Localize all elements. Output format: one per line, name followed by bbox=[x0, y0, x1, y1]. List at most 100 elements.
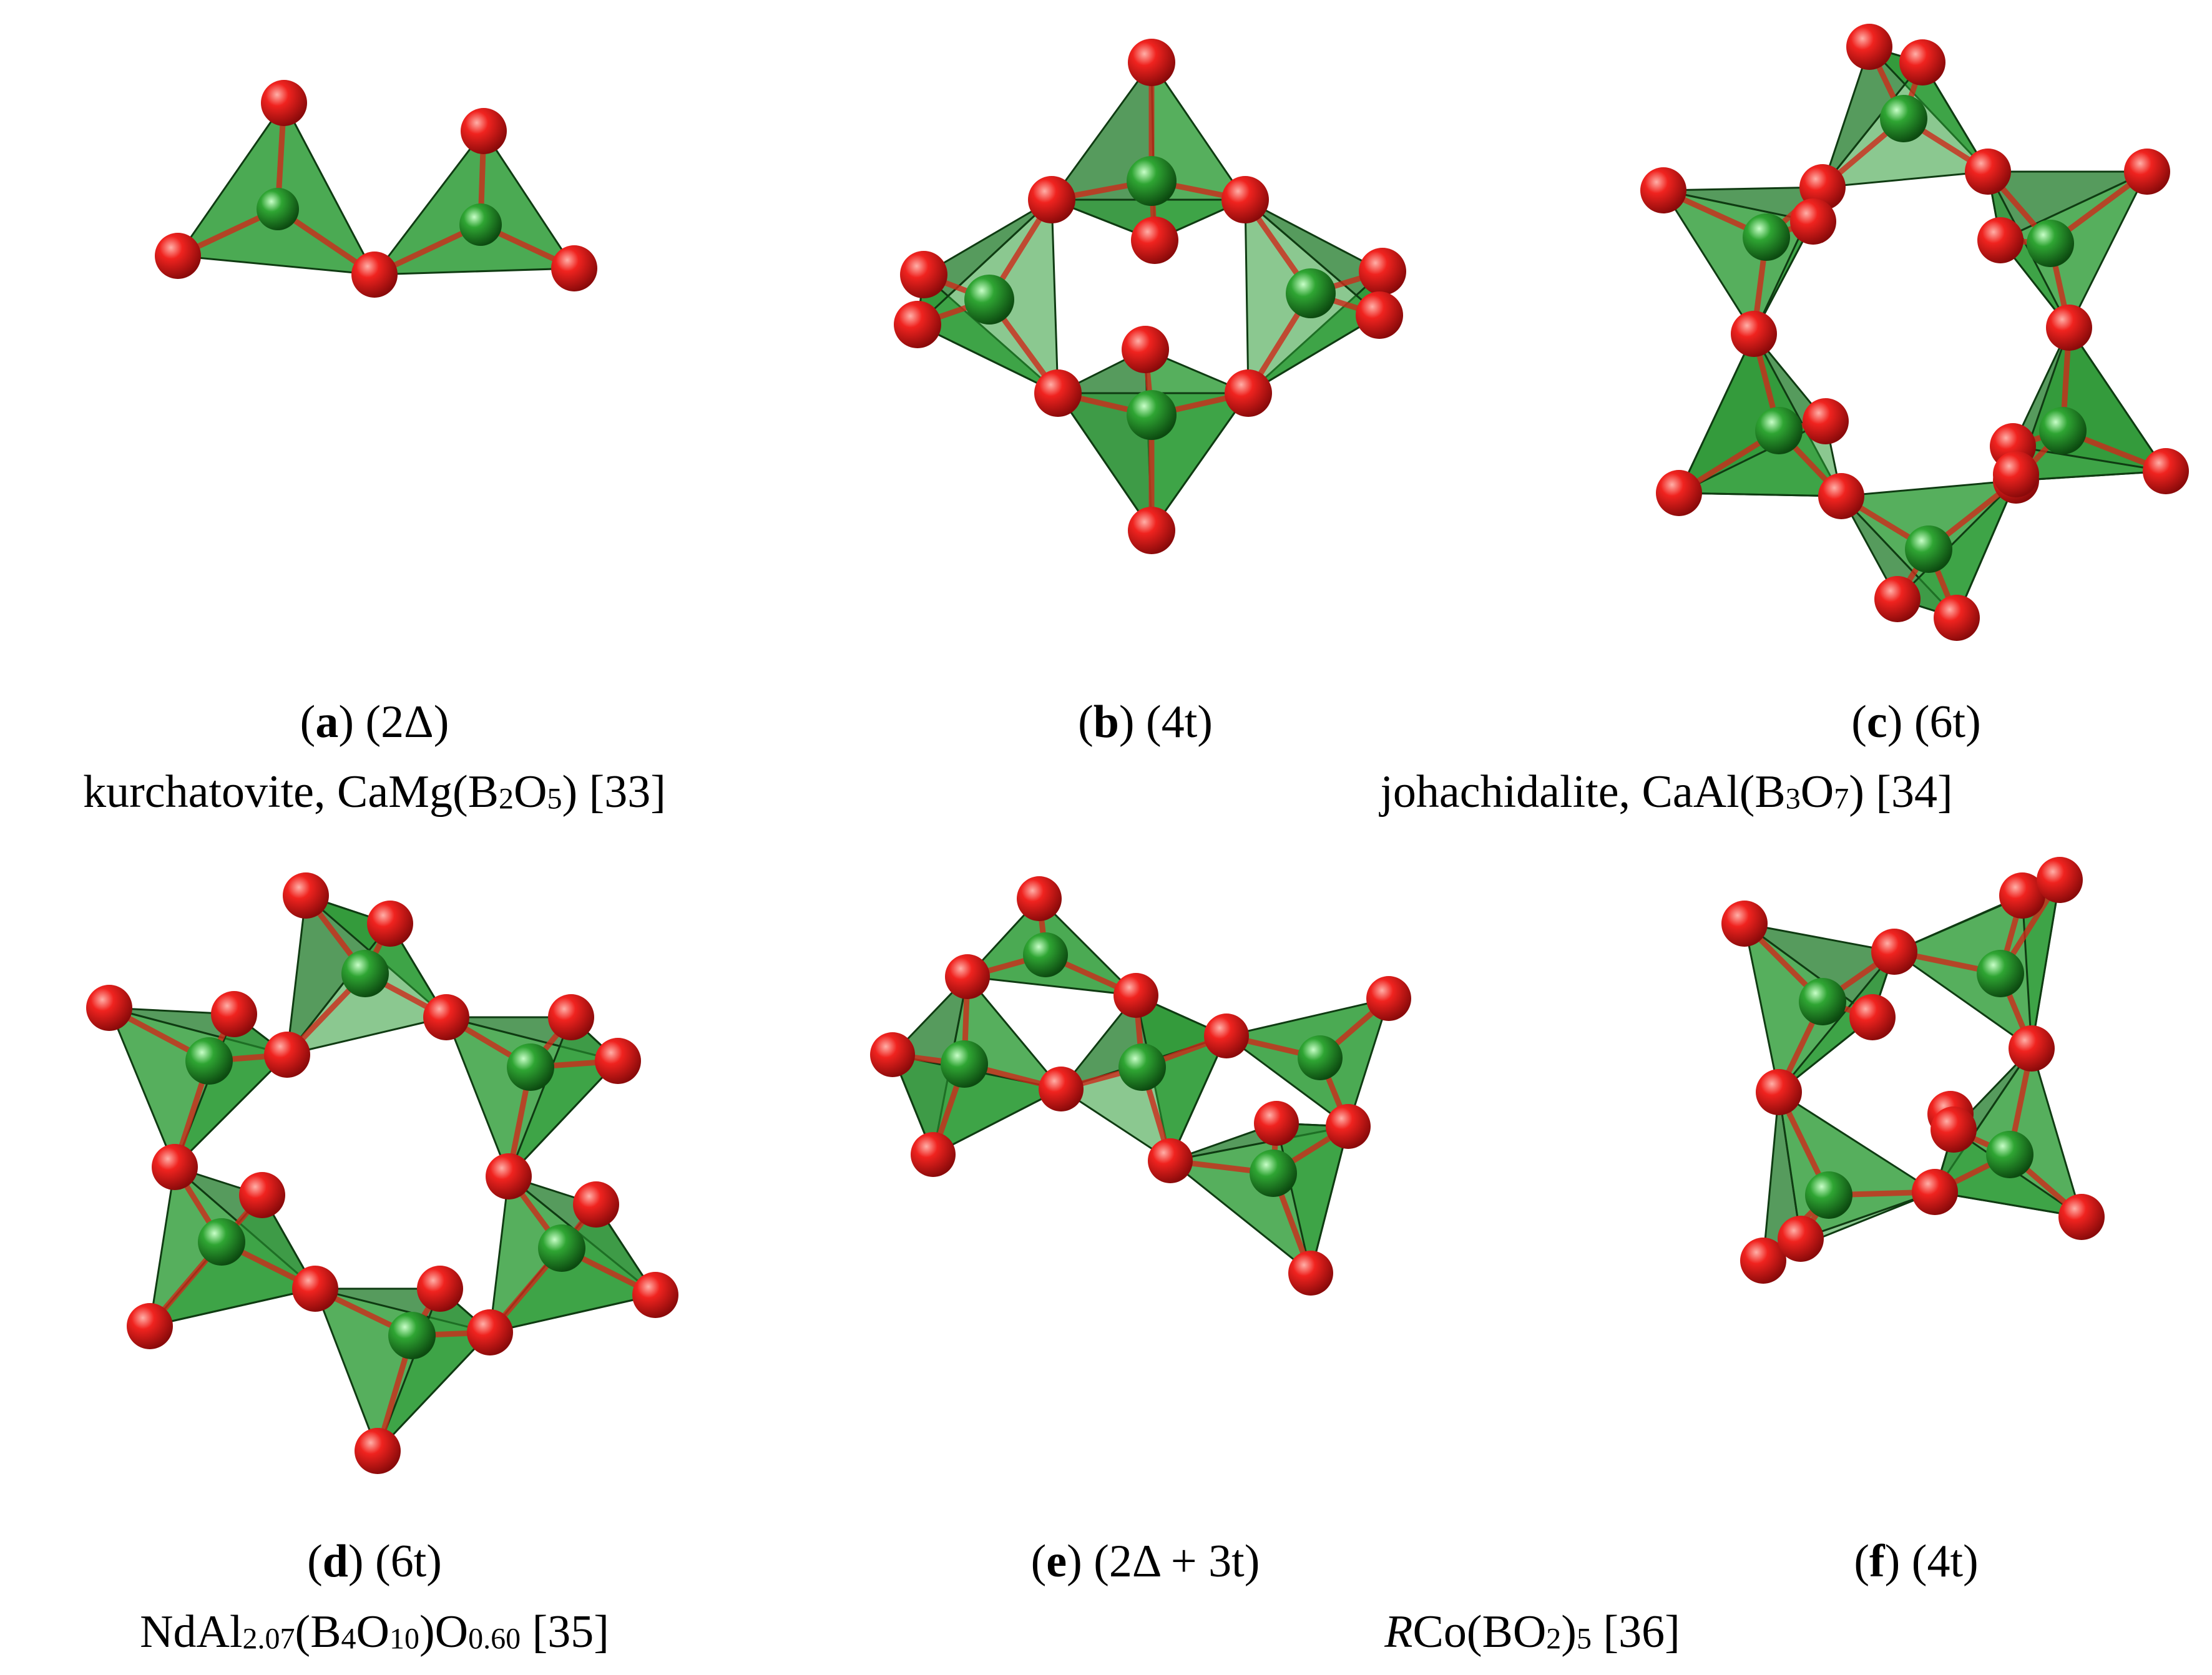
oxygen-atom bbox=[2124, 149, 2170, 195]
oxygen-atom bbox=[1128, 507, 1175, 554]
oxygen-atom bbox=[283, 872, 329, 919]
boron-atom bbox=[2039, 407, 2087, 454]
oxygen-atom bbox=[211, 991, 257, 1037]
oxygen-atom bbox=[1778, 1216, 1824, 1262]
oxygen-atom bbox=[355, 1428, 401, 1474]
oxygen-atom bbox=[2143, 448, 2189, 494]
boron-atom bbox=[538, 1224, 585, 1272]
oxygen-atom bbox=[1999, 872, 2045, 919]
oxygen-atom bbox=[1356, 291, 1403, 339]
boron-atom bbox=[1250, 1150, 1297, 1197]
oxygen-atom bbox=[351, 251, 398, 298]
polyhedron-face bbox=[507, 1016, 619, 1178]
panel-f-structure bbox=[1721, 857, 2105, 1284]
oxygen-atom bbox=[1221, 176, 1269, 223]
oxygen-atom bbox=[894, 301, 941, 348]
boron-atom bbox=[1298, 1035, 1343, 1080]
oxygen-atom bbox=[127, 1303, 173, 1349]
oxygen-atom bbox=[1912, 1169, 1958, 1215]
boron-atom bbox=[1023, 932, 1068, 977]
boron-atom bbox=[459, 203, 502, 246]
oxygen-atom bbox=[1640, 167, 1686, 213]
oxygen-atom bbox=[1803, 398, 1849, 444]
oxygen-atom bbox=[1122, 326, 1169, 373]
panel-d-label: (d) (6t) bbox=[307, 1536, 442, 1587]
ndal-formula: NdAl2.07(B4O10)O0.60 [35] bbox=[140, 1606, 609, 1658]
panel-b-label: (b) (4t) bbox=[1078, 696, 1213, 748]
oxygen-atom bbox=[1034, 369, 1082, 417]
oxygen-atom bbox=[1131, 217, 1178, 264]
boron-atom bbox=[1799, 978, 1846, 1025]
oxygen-atom bbox=[870, 1032, 915, 1077]
kurchatovite-formula: kurchatovite, CaMg(B2O5) [33] bbox=[83, 766, 666, 818]
oxygen-atom bbox=[292, 1266, 338, 1312]
boron-atom bbox=[388, 1312, 436, 1359]
oxygen-atom bbox=[1225, 369, 1272, 417]
oxygen-atom bbox=[1740, 1238, 1786, 1284]
boron-atom bbox=[257, 188, 299, 230]
polyhedron-face bbox=[373, 130, 575, 276]
polyhedron-face bbox=[1896, 479, 2017, 619]
boron-atom bbox=[341, 950, 389, 997]
boron-atom bbox=[1880, 95, 1927, 142]
oxygen-atom bbox=[417, 1266, 463, 1312]
panel-d-structure bbox=[86, 872, 678, 1474]
boron-atom bbox=[1805, 1171, 1852, 1219]
panel-c-label: (c) (6t) bbox=[1851, 696, 1981, 748]
oxygen-atom bbox=[1993, 451, 2039, 497]
oxygen-atom bbox=[1017, 876, 1062, 921]
oxygen-atom bbox=[945, 954, 990, 999]
oxygen-atom bbox=[2009, 1025, 2055, 1072]
oxygen-atom bbox=[1874, 576, 1921, 622]
boron-atom bbox=[2027, 220, 2074, 267]
oxygen-atom bbox=[367, 901, 413, 947]
panel-f-label: (f) (4t) bbox=[1854, 1536, 1979, 1587]
boron-atom bbox=[1286, 268, 1336, 318]
oxygen-atom bbox=[1128, 39, 1175, 86]
oxygen-atom bbox=[1790, 198, 1836, 245]
boron-atom bbox=[507, 1043, 554, 1091]
oxygen-atom bbox=[1039, 1067, 1084, 1111]
boron-atom bbox=[1127, 390, 1177, 440]
johachidalite-formula: johachidalite, CaAl(B3O7) [34] bbox=[1380, 766, 1953, 818]
oxygen-atom bbox=[264, 1032, 310, 1078]
oxygen-atom bbox=[900, 251, 947, 298]
oxygen-atom bbox=[1254, 1101, 1299, 1146]
oxygen-atom bbox=[2046, 305, 2092, 351]
oxygen-atom bbox=[1359, 248, 1406, 295]
polyhedron-face bbox=[376, 1287, 491, 1452]
polyhedron-face bbox=[1778, 950, 1896, 1093]
oxygen-atom bbox=[1899, 39, 1945, 85]
boron-atom bbox=[1905, 525, 1952, 573]
oxygen-atom bbox=[239, 1172, 285, 1218]
panel-a-label: (a) (2Δ) bbox=[300, 696, 449, 748]
boron-atom bbox=[1977, 950, 2024, 997]
oxygen-atom bbox=[1849, 994, 1896, 1040]
boron-atom bbox=[1755, 407, 1803, 454]
oxygen-atom bbox=[261, 80, 307, 126]
oxygen-atom bbox=[573, 1181, 619, 1228]
oxygen-atom bbox=[1113, 973, 1158, 1018]
oxygen-atom bbox=[1731, 311, 1777, 357]
boron-atom bbox=[941, 1040, 988, 1088]
oxygen-atom bbox=[1756, 1069, 1802, 1115]
oxygen-atom bbox=[86, 985, 132, 1031]
boron-atom bbox=[198, 1218, 245, 1266]
oxygen-atom bbox=[1977, 217, 2024, 263]
oxygen-atom bbox=[1721, 901, 1768, 947]
panel-c-structure bbox=[1640, 24, 2189, 641]
oxygen-atom bbox=[1366, 976, 1411, 1021]
oxygen-atom bbox=[1204, 1013, 1249, 1058]
boron-atom bbox=[1127, 156, 1177, 206]
oxygen-atom bbox=[1871, 929, 1917, 975]
oxygen-atom bbox=[1846, 24, 1892, 70]
oxygen-atom bbox=[1288, 1251, 1333, 1296]
panel-e-structure bbox=[870, 876, 1411, 1296]
oxygen-atom bbox=[1818, 473, 1864, 519]
oxygen-atom bbox=[551, 245, 597, 291]
oxygen-atom bbox=[911, 1132, 956, 1177]
oxygen-atom bbox=[595, 1038, 641, 1084]
boron-atom bbox=[964, 275, 1014, 325]
panel-a-structure bbox=[155, 80, 597, 298]
